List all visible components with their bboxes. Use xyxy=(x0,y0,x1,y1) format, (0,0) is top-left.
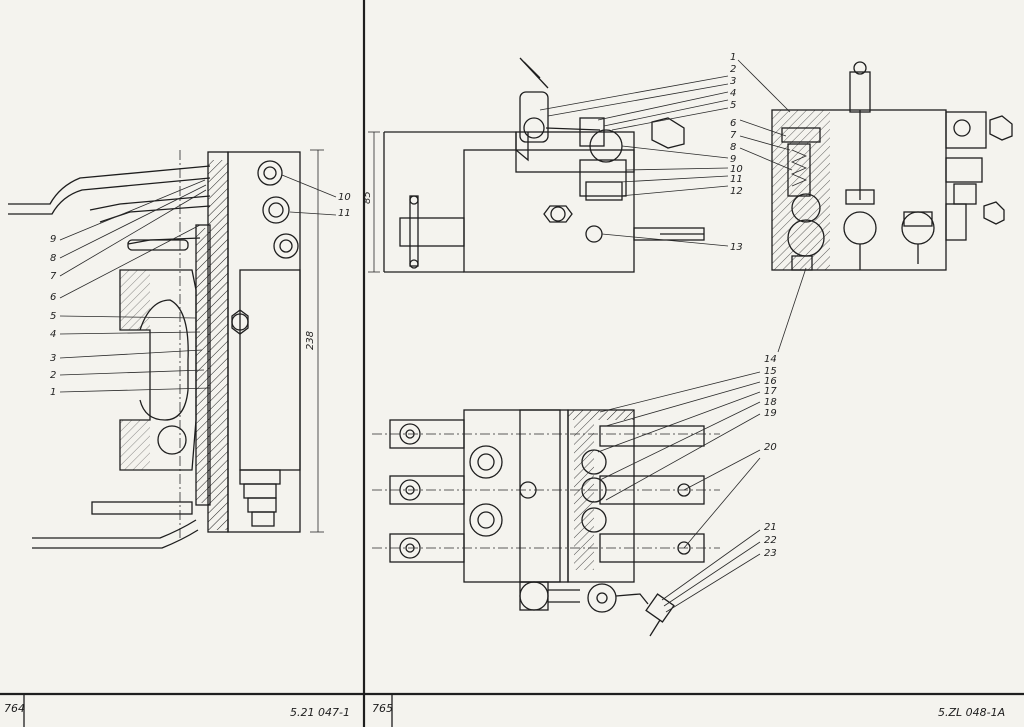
callout-4: 4 xyxy=(50,329,56,340)
callout-r18: 18 xyxy=(764,397,777,408)
callout-r16: 16 xyxy=(764,376,777,387)
callout-r17: 17 xyxy=(764,386,777,397)
drawing-code-left: 5.21 047-1 xyxy=(290,706,350,719)
callout-r22: 22 xyxy=(764,535,777,546)
callout-1: 1 xyxy=(50,387,56,398)
plan-view-drawing xyxy=(372,371,761,637)
dimension-238: 238 xyxy=(305,331,316,350)
page-footers: 764 5.21 047-1 765 5.ZL 048-1A xyxy=(4,702,1005,719)
callout-r2: 2 xyxy=(730,64,736,75)
callout-9: 9 xyxy=(50,234,56,245)
callout-r8: 8 xyxy=(730,142,736,153)
callout-r23: 23 xyxy=(764,548,777,559)
page-number-right: 765 xyxy=(372,702,393,715)
callout-r19: 19 xyxy=(764,408,777,419)
callout-r1: 1 xyxy=(730,52,736,63)
callout-r4: 4 xyxy=(730,88,736,99)
callout-r15: 15 xyxy=(764,366,777,377)
front-view-drawing xyxy=(368,57,729,273)
page-number-left: 764 xyxy=(4,702,25,715)
callout-2: 2 xyxy=(50,370,56,381)
callout-10: 10 xyxy=(338,192,351,203)
callout-r14: 14 xyxy=(764,354,777,365)
callout-r6: 6 xyxy=(730,118,736,129)
callout-3: 3 xyxy=(50,353,56,364)
callout-r3: 3 xyxy=(730,76,736,87)
callout-r20: 20 xyxy=(764,442,777,453)
callout-8: 8 xyxy=(50,253,56,264)
side-section-drawing xyxy=(737,59,1013,353)
left-valve-drawing xyxy=(8,149,337,549)
callout-r7: 7 xyxy=(730,130,737,141)
dimension-85: 85 xyxy=(362,191,373,204)
callout-6: 6 xyxy=(50,292,56,303)
right-callouts: 1 2 3 4 5 6 7 8 9 10 11 12 13 14 15 16 1… xyxy=(362,52,777,559)
callout-r12: 12 xyxy=(730,186,743,197)
callout-7: 7 xyxy=(50,271,57,282)
callout-r9: 9 xyxy=(730,154,736,165)
drawing-code-right: 5.ZL 048-1A xyxy=(938,706,1005,719)
callout-r5: 5 xyxy=(730,100,736,111)
left-callouts: 10 11 9 8 7 6 5 4 3 2 1 238 xyxy=(50,192,351,398)
callout-r10: 10 xyxy=(730,164,743,175)
callout-11: 11 xyxy=(338,208,351,219)
callout-r21: 21 xyxy=(764,522,777,533)
callout-r13: 13 xyxy=(730,242,743,253)
callout-r11: 11 xyxy=(730,174,743,185)
callout-5: 5 xyxy=(50,311,56,322)
